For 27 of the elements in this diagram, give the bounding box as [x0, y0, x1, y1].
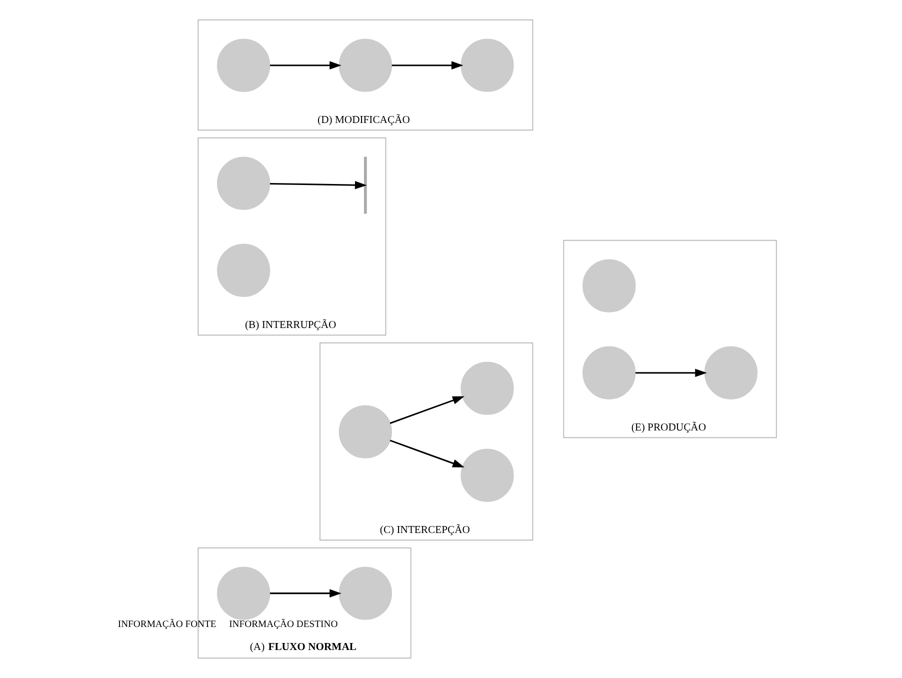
cluster: (C) INTERCEPÇÃO: [319, 342, 534, 541]
node-circle: [582, 259, 636, 312]
node-circle: [216, 244, 270, 297]
node-circle: [338, 405, 392, 458]
arrow: [270, 180, 367, 190]
node-circle: [216, 156, 270, 210]
arrow: [390, 440, 464, 468]
node-bar: [364, 156, 367, 214]
node-circle: [460, 448, 514, 502]
arrow: [270, 61, 342, 70]
node-circle: [338, 38, 392, 92]
node-circle: [460, 38, 514, 92]
node-circle: [704, 346, 758, 400]
cluster: (E) PRODUÇÃO: [563, 240, 777, 438]
cluster: (B) INTERRUPÇÃO: [198, 137, 386, 336]
node-circle: [216, 566, 270, 620]
arrow: [636, 368, 707, 377]
node-label: INFORMAÇÃO FONTE: [118, 619, 216, 630]
node-circle: [460, 362, 514, 415]
arrow: [390, 396, 464, 424]
node-circle: [582, 346, 636, 400]
node-label: INFORMAÇÃO DESTINO: [229, 619, 338, 630]
arrow: [392, 61, 464, 70]
node-circle: [216, 38, 270, 92]
cluster: (D) MODIFICAÇÃO: [198, 19, 534, 131]
arrow: [270, 589, 342, 598]
node-circle: [338, 566, 392, 620]
